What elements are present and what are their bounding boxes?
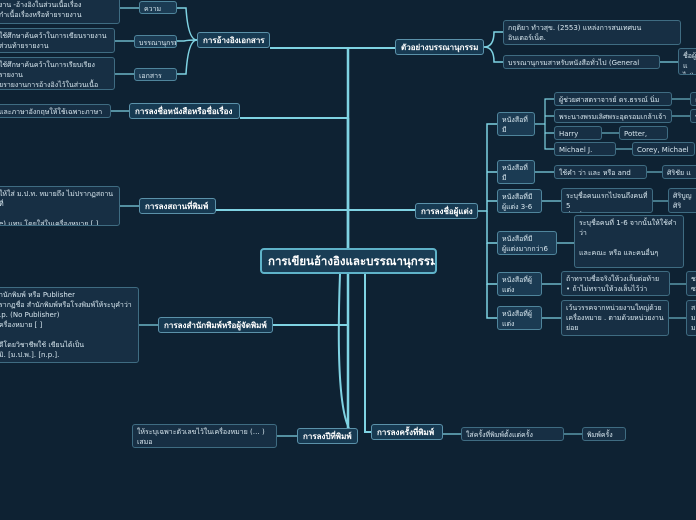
main-edition[interactable]: การลงครั้งที่พิมพ์ [371,424,443,440]
author-group-2[interactable]: หนังสือที่มี ผู้แต่ง 2 คน [497,160,535,184]
leaf-year[interactable]: ให้ระบุเฉพาะตัวเลขไว้ในเครื่องหมาย (… ) … [132,424,277,448]
main-place-of-publication[interactable]: การลงสถานที่พิมพ์ [139,198,216,214]
connector-line [483,46,503,63]
connector-line [364,274,371,433]
leaf-book-title[interactable]: และภาษาอังกฤษให้ใช้เฉพาะภาษาไทย [0,104,111,118]
connector-line [478,123,497,212]
author-group-6[interactable]: หนังสือที่ผู้แต่ง เป็นนิติบุคคล [497,306,542,330]
connector-line [177,7,198,41]
author-5-item[interactable]: ถ้าทราบชื่อจริงให้วงเล็บต่อท้าย • ถ้าไม่… [561,271,670,296]
leaf-example-2-extra[interactable]: ชื่อผู้แ ไป).ส [678,48,696,75]
connector-line [535,98,554,125]
leaf-meaning[interactable]: งาน -อ้างอิงในส่วนเนื้อเรื่อง กำเนื้อเรื… [0,0,120,24]
cat-references[interactable]: เอกสารอ้างอิง [134,68,177,81]
author-1-item-1[interactable]: ผู้ช่วยศาสตราจารย์ ดร.ธรรณ์ นิ่มพิทย [554,92,672,106]
cat-bibliography[interactable]: บรรณานุกรม [134,35,177,48]
author-group-5[interactable]: หนังสือที่ผู้แต่ง ใช้นามแฝง [497,272,542,296]
main-publisher[interactable]: การลงสำนักพิมพ์หรือผู้จัดพิมพ์ [158,317,273,333]
central-topic[interactable]: การเขียนอ้างอิงและบรรณานุกรรม [260,248,437,274]
main-doc-reference[interactable]: การอ้างอิงเอกสาร [197,32,270,48]
main-bibliography-example[interactable]: ตัวอย่างบรรณานุกรรม [395,39,484,55]
connector-line [486,243,497,285]
author-3-item[interactable]: ระบุชื่อคนแรกไปจนถึงคนที่ 5 ชื่อเชื่อมด้… [561,188,653,213]
main-year[interactable]: การลงปีที่พิมพ์ [297,428,358,444]
author-1-item-4[interactable]: Michael J. Corey [554,142,616,156]
connector-line [544,133,554,150]
leaf-bibliography[interactable]: ใช้ศึกษาค้นคว้าในการเขียนรายงาน ส่วนท้าย… [0,28,115,53]
main-book-title[interactable]: การลงชื่อหนังสือหรือชื่อเรื่อง [129,103,240,119]
connector-line [486,284,497,319]
author-1-item-1-extra[interactable]: ธ [690,92,696,106]
connector-line [483,31,503,48]
author-group-4[interactable]: หนังสือที่มี ผู้แต่งมากกว่า6 คน [497,231,557,255]
leaf-example-2[interactable]: บรรณานุกรมสาหรับหนังสือทั่วไป (General B… [503,55,660,69]
leaf-example-1[interactable]: กฤติยา ทำวสุข. (2553) แหล่งการสนเทศบนอิน… [503,20,681,45]
author-2-item[interactable]: ใช้คำ ว่า และ หรือ and เชื่อม [554,165,647,179]
author-6-item[interactable]: เว้นวรรคจากหน่วยงานใหญ่ด้วย เครื่องหมาย … [561,300,669,336]
leaf-publisher[interactable]: ำนักพิมพ์ หรือ Publisher รากฏชื่อ สำนักพ… [0,287,139,363]
author-group-3[interactable]: หนังสือที่มี ผู้แต่ง 3-6 คน [497,189,542,213]
author-4-item[interactable]: ระบุชื่อคนที่ 1-6 จากนั้นให้ใช้คำว่า และ… [574,215,684,268]
author-2-item-extra[interactable]: ศิริชัย แ [662,165,696,179]
author-1-item-3[interactable]: Harry Potter [554,126,602,140]
leaf-references[interactable]: ใช้ศึกษาค้นคว้าในการเรียบเรียงรายงาน ยรา… [0,57,115,90]
leaf-place[interactable]: ให้ใส่ ม.ป.ท. หมายถึง ไม่ปรากฏสถานที่ e)… [0,186,120,226]
connector-line [177,39,198,75]
author-1-item-2[interactable]: พระนางพรมเลิศพระอุดรอมเกล้าเจ้าอยู่หัว [554,109,672,123]
author-3-item-extra[interactable]: ศิริบูญ ศิริ เสริมสุข [668,188,696,213]
author-1-item-2-extra[interactable]: พ [690,109,696,123]
author-1-item-3-extra[interactable]: Potter, Harry [619,126,668,140]
author-group-1[interactable]: หนังสือที่มี ผู้แต่ง 1 คน [497,112,535,136]
cat-meaning[interactable]: ความหมาย [139,1,177,14]
author-5-item-extra[interactable]: ช ซ [686,271,696,296]
author-6-item-extra[interactable]: ส ม ม [686,300,696,336]
author-1-item-4-extra[interactable]: Corey, Michael J. [632,142,695,156]
connector-line [486,211,497,244]
main-author[interactable]: การลงชื่อผู้แต่ง [415,203,478,219]
connector-line [544,124,554,134]
leaf-edition-example[interactable]: พิมพ์ครั้งที่2. [582,427,626,441]
leaf-edition[interactable]: ใส่ครั้งที่พิมพ์ตั้งแต่ครั้งที่2เป็นต้นไ… [461,427,564,441]
